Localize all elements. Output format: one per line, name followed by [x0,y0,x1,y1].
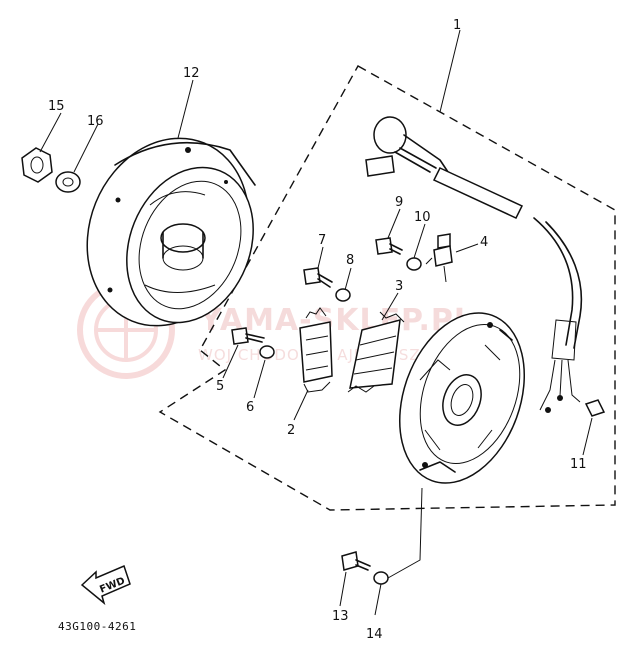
screw-part-13 [341,551,371,571]
callout-7: 7 [318,233,326,248]
washer-part-8 [335,288,351,302]
callout-13: 13 [332,609,349,624]
flywheel-rotor [86,137,256,327]
washer-part-10 [406,257,422,271]
callout-15: 15 [48,99,65,114]
screw-part-9 [375,237,403,255]
callout-9: 9 [395,195,403,210]
callout-8: 8 [346,253,354,268]
wire-harness [365,116,583,413]
callout-2: 2 [287,423,295,438]
callout-11: 11 [570,457,587,472]
callout-6: 6 [246,400,254,415]
callout-14: 14 [366,627,383,642]
callout-1: 1 [453,18,461,33]
callout-3: 3 [395,279,403,294]
coil-part-3 [347,311,405,393]
callout-4: 4 [480,235,488,250]
stator-base-plate [398,312,526,484]
callout-16: 16 [87,114,104,129]
diagram-code: 43G100-4261 [58,620,136,633]
callout-5: 5 [216,379,224,394]
assembly-boundary [158,65,616,511]
washer-part-6 [259,345,275,359]
washer-part-14 [373,571,389,585]
screw-part-11 [584,399,606,417]
leader-lines [39,29,593,616]
fwd-arrow-icon [80,564,131,606]
pickup-part-4 [425,233,453,283]
callout-10: 10 [414,210,431,225]
callout-12: 12 [183,66,200,81]
screw-part-7 [303,267,333,288]
coil-part-2 [299,307,333,393]
screw-part-5 [231,327,265,345]
nut-part-15 [21,147,53,183]
washer-part-16 [55,171,81,193]
